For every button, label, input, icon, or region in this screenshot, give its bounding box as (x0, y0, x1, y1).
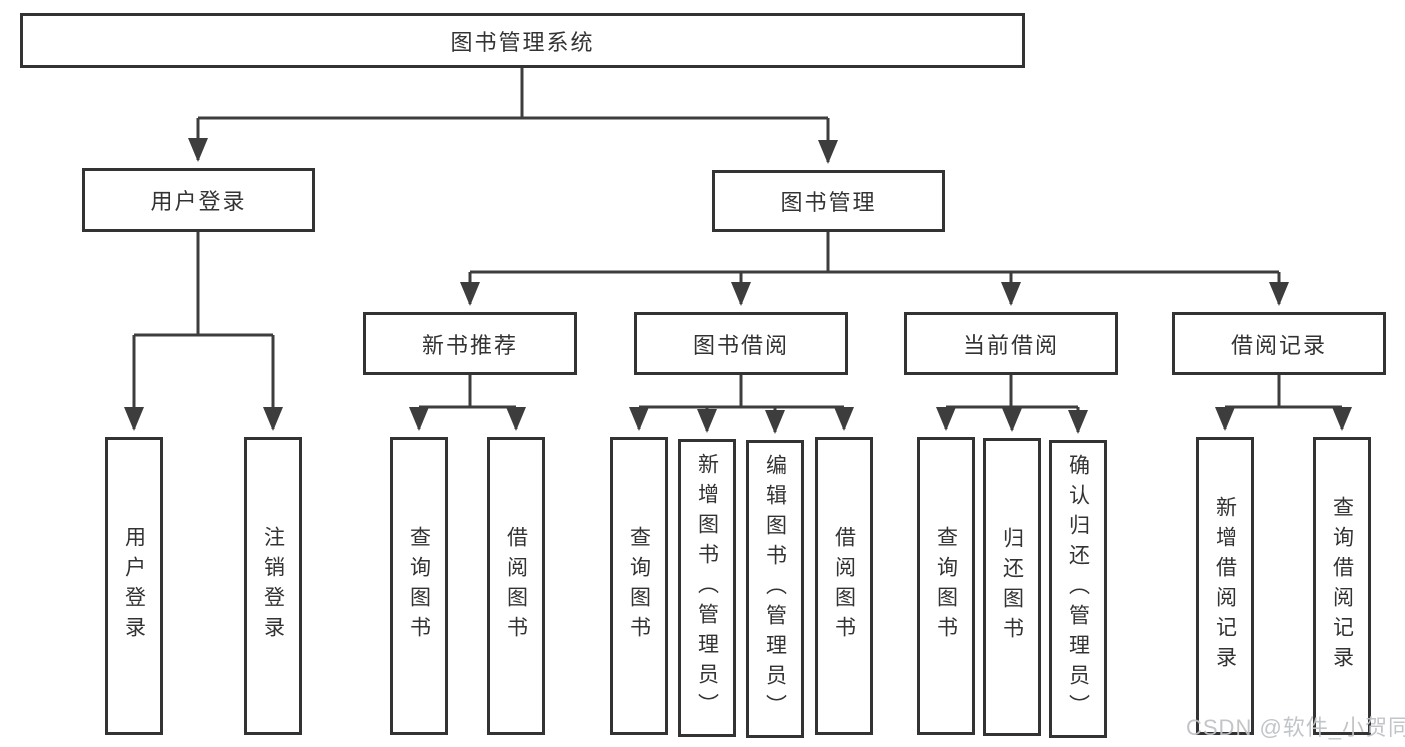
leaf-user-login-label: 用户登录 (122, 526, 146, 646)
leaf-borrow-books-borrowing-label: 借阅图书 (832, 526, 856, 646)
leaf-query-books-recommend-label: 查询图书 (407, 526, 431, 646)
leaf-add-books-admin-label: 新增图书（管理员） (695, 453, 719, 723)
leaf-query-books-borrowing: 查询图书 (610, 437, 668, 735)
leaf-add-borrow-record: 新增借阅记录 (1196, 437, 1254, 735)
leaf-borrow-books-recommend-label: 借阅图书 (504, 526, 528, 646)
node-current-borrowing-label: 当前借阅 (962, 332, 1059, 358)
leaf-query-borrow-record-label: 查询借阅记录 (1330, 496, 1354, 676)
node-new-book-recommend-label: 新书推荐 (421, 332, 518, 358)
leaf-query-books-recommend: 查询图书 (390, 437, 448, 735)
leaf-borrow-books-borrowing: 借阅图书 (815, 437, 873, 735)
leaf-logout-label: 注销登录 (261, 526, 285, 646)
node-book-borrowing-label: 图书借阅 (692, 332, 789, 358)
leaf-borrow-books-recommend: 借阅图书 (487, 437, 545, 735)
leaf-add-books-admin: 新增图书（管理员） (678, 439, 736, 737)
leaf-query-books-borrowing-label: 查询图书 (627, 526, 651, 646)
leaf-query-books-current: 查询图书 (917, 437, 975, 735)
leaf-return-books-label: 归还图书 (1000, 527, 1024, 647)
leaf-query-books-current-label: 查询图书 (934, 526, 958, 646)
node-current-borrowing: 当前借阅 (904, 312, 1118, 375)
node-root-system-label: 图书管理系统 (450, 29, 595, 55)
node-new-book-recommend: 新书推荐 (363, 312, 577, 375)
node-book-borrowing: 图书借阅 (634, 312, 848, 375)
leaf-edit-books-admin: 编辑图书（管理员） (746, 440, 804, 738)
node-user-login-label: 用户登录 (150, 189, 247, 214)
node-book-management-label: 图书管理 (780, 190, 877, 215)
leaf-confirm-return-admin: 确认归还（管理员） (1049, 440, 1107, 738)
node-borrowing-records-label: 借阅记录 (1230, 332, 1327, 358)
node-borrowing-records: 借阅记录 (1172, 312, 1386, 375)
leaf-user-login: 用户登录 (105, 437, 163, 735)
node-user-login: 用户登录 (82, 168, 315, 232)
node-book-management: 图书管理 (712, 170, 945, 232)
leaf-logout: 注销登录 (244, 437, 302, 735)
csdn-watermark: CSDN @软件_小贺同学 (1186, 715, 1405, 740)
leaf-edit-books-admin-label: 编辑图书（管理员） (763, 454, 787, 724)
leaf-return-books: 归还图书 (983, 438, 1041, 736)
leaf-query-borrow-record: 查询借阅记录 (1313, 437, 1371, 735)
leaf-confirm-return-admin-label: 确认归还（管理员） (1066, 454, 1090, 724)
leaf-add-borrow-record-label: 新增借阅记录 (1213, 496, 1237, 676)
node-root-system: 图书管理系统 (20, 13, 1025, 68)
